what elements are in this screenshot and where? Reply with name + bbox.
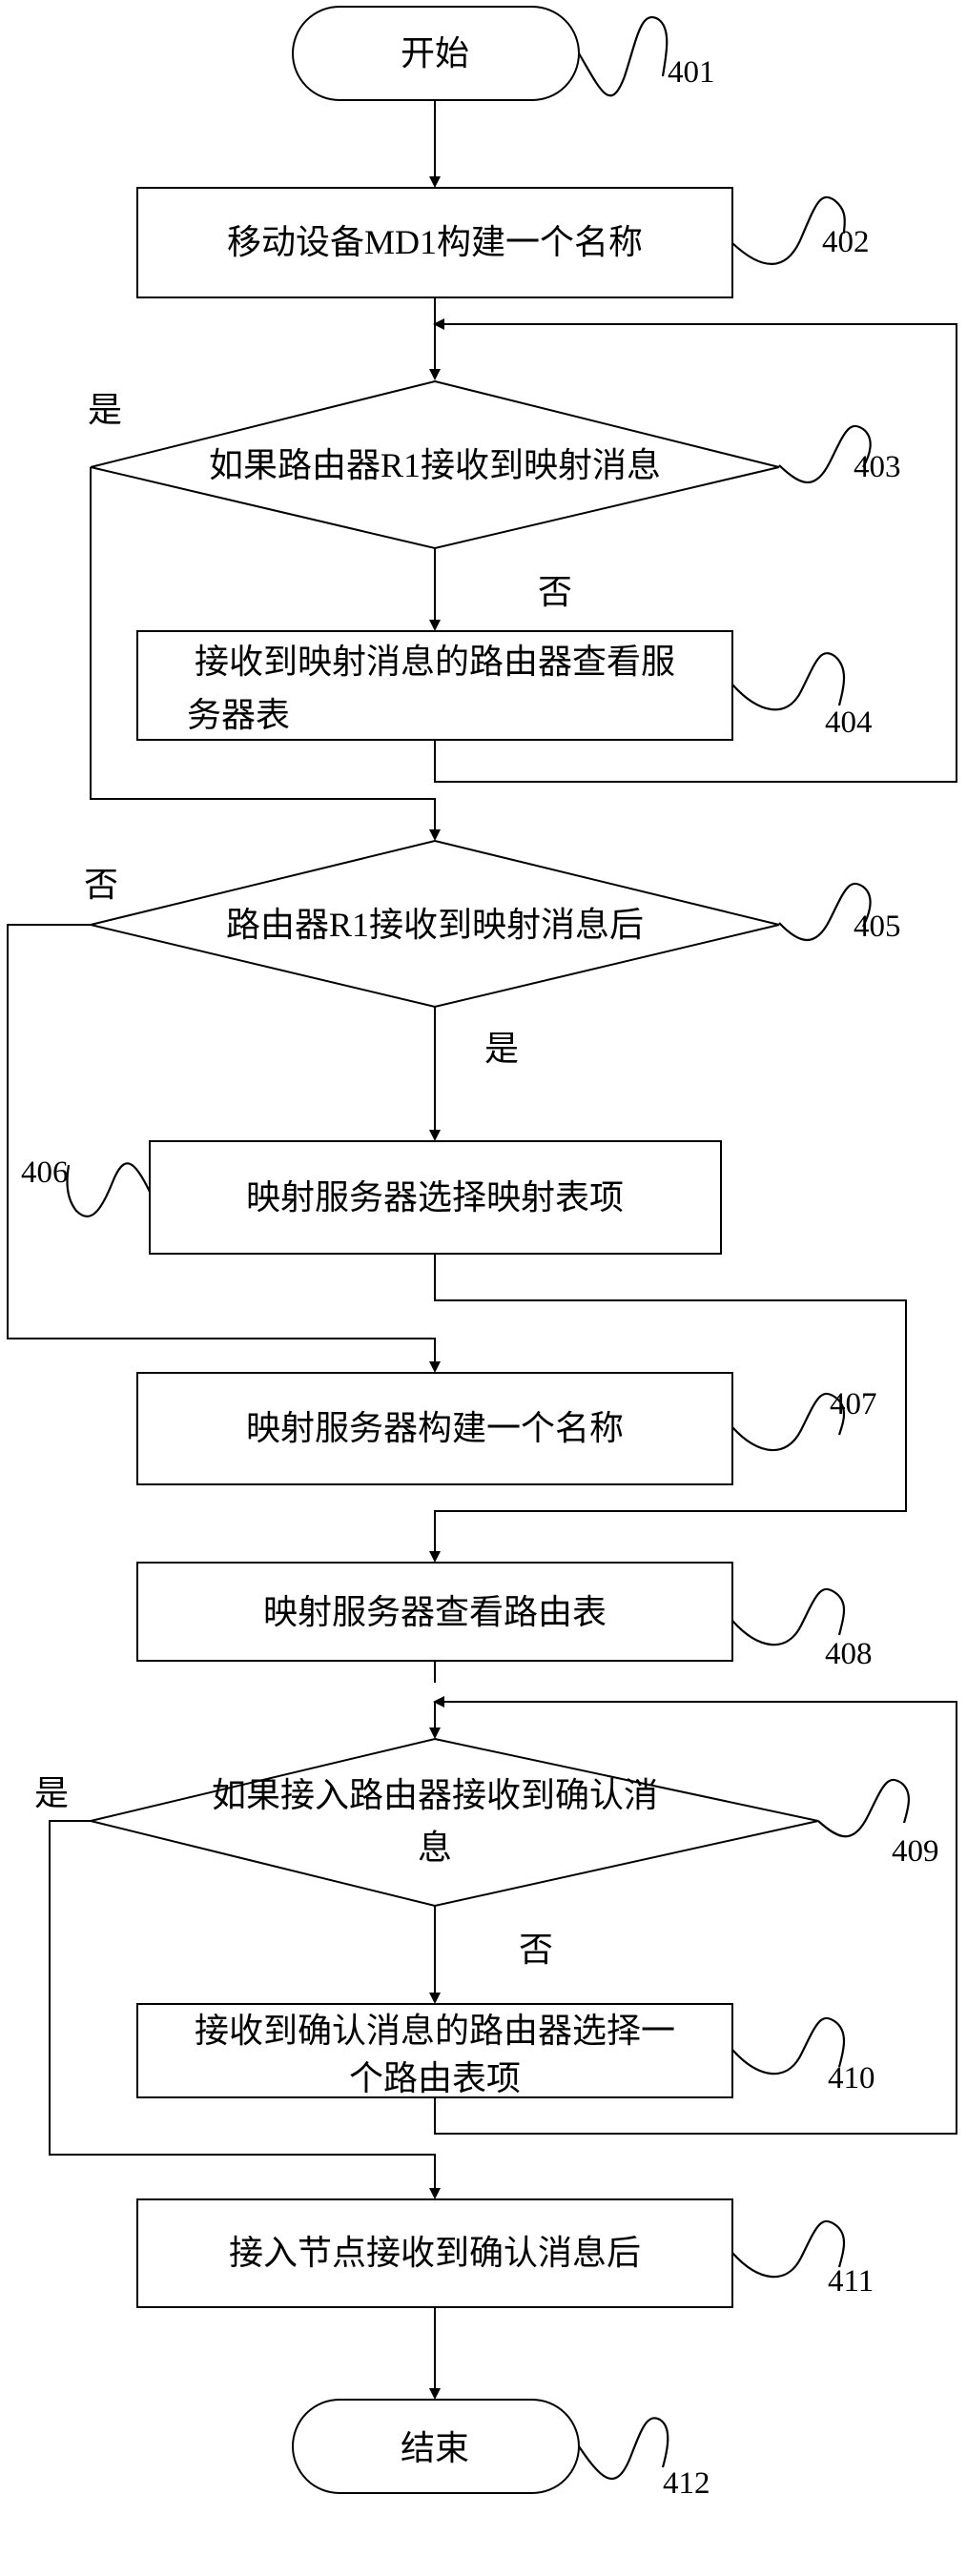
reference-squiggles (66, 16, 910, 2480)
step-410-label-line2: 个路由表项 (349, 2059, 521, 2097)
connectors (7, 100, 957, 2400)
step-407-label: 映射服务器构建一个名称 (246, 1409, 624, 1447)
edge-409-yes (49, 1820, 441, 2199)
label-409-yes: 是 (34, 1774, 69, 1812)
step-408-label: 映射服务器查看路由表 (263, 1593, 607, 1631)
ref-407: 407 (830, 1387, 877, 1421)
squiggle-406 (66, 1162, 151, 1217)
step-411-label: 接入节点接收到确认消息后 (229, 2234, 641, 2272)
step-406-label: 映射服务器选择映射表项 (246, 1178, 624, 1216)
decision-409-label-line2: 息 (418, 1829, 452, 1867)
step-404-label-line1: 接收到映射消息的路由器查看服 (195, 643, 675, 681)
step-410-box (136, 2003, 733, 2098)
squiggle-410 (731, 2016, 846, 2075)
ref-402: 402 (822, 225, 870, 259)
decision-403-label: 如果路由器R1接收到映射消息 (209, 446, 661, 484)
ref-403: 403 (854, 450, 901, 484)
decision-405-label: 路由器R1接收到映射消息后 (226, 906, 644, 944)
ref-408: 408 (825, 1637, 873, 1671)
squiggle-407 (731, 1392, 846, 1452)
ref-404: 404 (825, 705, 873, 740)
end-label: 结束 (401, 2429, 469, 2467)
squiggle-404 (731, 652, 846, 711)
ref-401: 401 (668, 55, 715, 90)
label-405-no: 否 (84, 866, 118, 904)
edge-404-loop (433, 318, 957, 783)
squiggle-412 (578, 2417, 669, 2480)
squiggle-402 (731, 195, 846, 265)
ref-411: 411 (828, 2264, 874, 2299)
squiggle-408 (731, 1587, 846, 1646)
squiggle-403 (778, 424, 872, 484)
step-402-label: 移动设备MD1构建一个名称 (227, 223, 643, 261)
ref-410: 410 (828, 2061, 875, 2096)
step-406-box (149, 1140, 722, 1255)
label-405-yes: 是 (484, 1030, 519, 1068)
ref-405: 405 (854, 910, 901, 944)
label-409-no: 否 (519, 1931, 553, 1969)
ref-406: 406 (21, 1155, 69, 1190)
ref-412: 412 (663, 2466, 710, 2501)
step-407-box (136, 1372, 733, 1485)
start-label: 开始 (401, 34, 469, 72)
step-404-box (136, 630, 733, 741)
step-410-label-line1: 接收到确认消息的路由器选择一 (195, 2012, 675, 2050)
edge-403-yes (90, 467, 441, 841)
decision-403 (90, 379, 780, 550)
edge-410-loop (433, 1696, 957, 2135)
label-403-yes: 是 (88, 391, 122, 429)
edge-406-408 (429, 1254, 907, 1563)
squiggle-405 (778, 882, 872, 942)
decision-405 (90, 839, 780, 1009)
decision-409-label-line1: 如果接入路由器接收到确认消 (212, 1776, 658, 1814)
step-408-box (136, 1562, 733, 1662)
squiggle-409 (817, 1778, 910, 1838)
step-402-box (136, 187, 733, 298)
edge-405-no (7, 924, 441, 1373)
squiggle-411 (731, 2219, 846, 2279)
step-404-label-line2: 务器表 (187, 696, 290, 734)
label-403-no: 否 (538, 573, 572, 611)
squiggle-401 (578, 16, 669, 97)
ref-409: 409 (892, 1834, 939, 1869)
decision-409 (90, 1737, 819, 1908)
